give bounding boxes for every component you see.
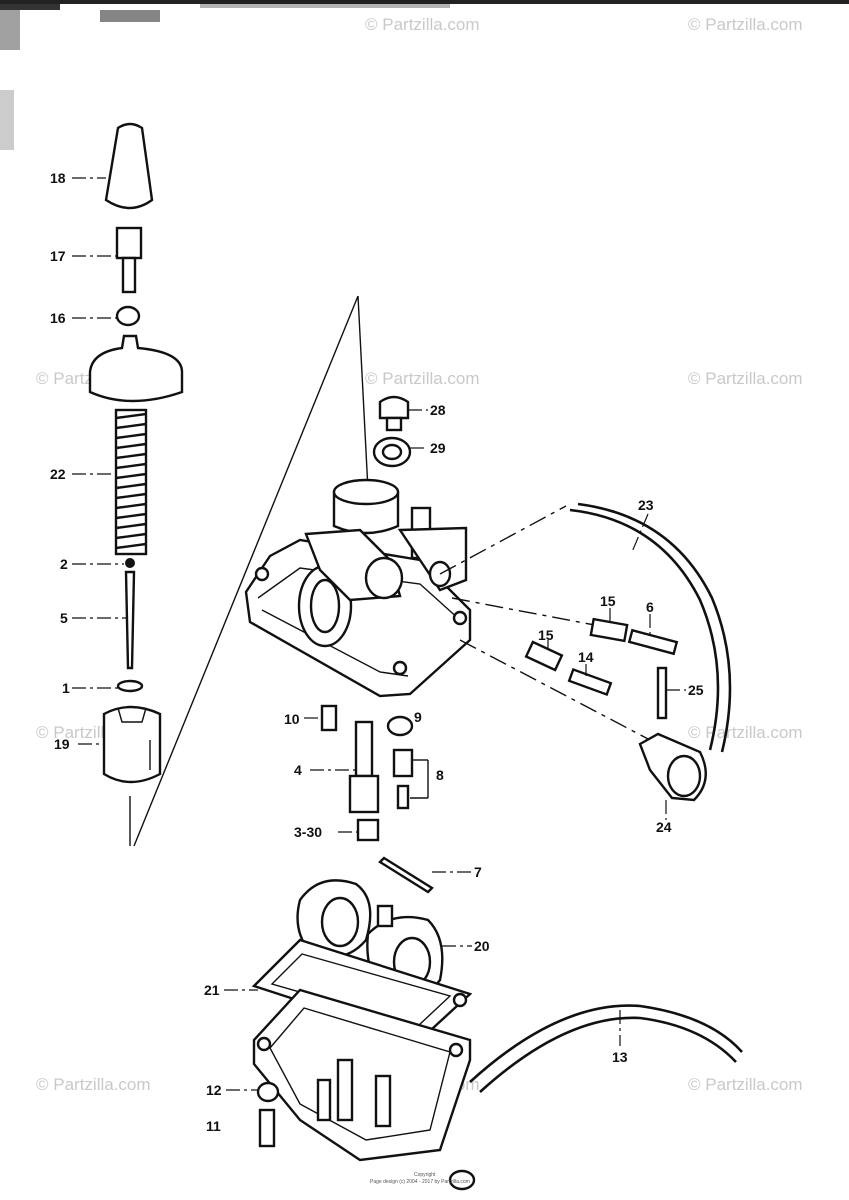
callout-8: 8 <box>436 767 444 783</box>
callout-1: 1 <box>62 680 70 696</box>
leader-line <box>357 295 369 491</box>
callout-labels: 18 17 16 22 2 5 1 19 28 29 23 15 6 15 14… <box>50 170 704 1134</box>
callout-15: 15 <box>600 593 616 609</box>
part-9-washer <box>386 715 414 737</box>
callout-14: 14 <box>578 649 594 665</box>
watermark-text: © Partzilla.com <box>36 1075 151 1094</box>
callout-12: 12 <box>206 1082 222 1098</box>
callout-5: 5 <box>60 610 68 626</box>
spring-coils <box>115 412 147 550</box>
callout-16: 16 <box>50 310 66 326</box>
callout-25: 25 <box>688 682 704 698</box>
callout-4: 4 <box>294 762 302 778</box>
scan-noise <box>0 0 849 150</box>
callout-17: 17 <box>50 248 66 264</box>
part-2-clip <box>125 558 135 568</box>
footer-copyright: Copyright Page design (c) 2004 - 2017 by… <box>370 1172 470 1185</box>
watermark-text: © Partzilla.com <box>365 369 480 388</box>
watermark-text: © Partzilla.com <box>365 15 480 34</box>
watermark-text: © Partzilla.com <box>688 15 803 34</box>
carb-mixture-port <box>364 556 404 600</box>
part-19-throttle-valve <box>102 705 162 784</box>
part-1-washer <box>116 679 144 693</box>
callout-24: 24 <box>656 819 672 835</box>
callout-10: 10 <box>284 711 300 727</box>
float-bowl-assembly <box>251 856 743 1191</box>
callout-28: 28 <box>430 402 446 418</box>
callout-11: 11 <box>206 1118 221 1134</box>
part-8-float-valve <box>392 748 414 778</box>
part-4-needle-jet <box>354 720 374 778</box>
part-28-shank <box>385 416 403 432</box>
part-11-screw <box>258 1108 276 1148</box>
carburetor-body <box>129 295 651 847</box>
callout-29: 29 <box>430 440 446 456</box>
part-6-air-screw <box>627 628 679 656</box>
slide-assembly <box>88 122 184 784</box>
part-10-pilot-jet <box>320 704 338 732</box>
callout-leaders <box>72 177 686 1091</box>
callout-15: 15 <box>538 627 554 643</box>
part-7-float-pin <box>378 856 434 894</box>
jet-assembly <box>320 704 429 842</box>
footer-line-1: Copyright <box>414 1172 436 1178</box>
callout-23: 23 <box>638 497 654 513</box>
part-13-drain-hose <box>469 1004 743 1083</box>
part-25-pin <box>656 666 668 720</box>
callout-20: 20 <box>474 938 490 954</box>
part-17-screw <box>121 256 137 294</box>
part-14-throttle-stop-screw <box>567 667 613 697</box>
footer-line-2: Page design (c) 2004 - 2017 by Partzilla… <box>370 1179 470 1185</box>
part-28-cap-bolt <box>378 395 410 420</box>
part-5-jet-needle <box>124 570 136 670</box>
part-mixing-cap <box>88 334 184 403</box>
part-18-cable-cap <box>104 122 154 210</box>
callout-18: 18 <box>50 170 66 186</box>
watermark-text: © Partzilla.com <box>688 1075 803 1094</box>
part-15-spring <box>589 617 629 643</box>
callout-6: 6 <box>646 599 654 615</box>
part-carb-main-body <box>244 538 472 698</box>
callout-21: 21 <box>204 982 220 998</box>
part-12-screw-head <box>256 1081 280 1103</box>
callout-13: 13 <box>612 1049 628 1065</box>
callout-9: 9 <box>414 709 422 725</box>
watermark-text: © Partzilla.com <box>688 369 803 388</box>
watermark-text: © Partzilla.com <box>688 723 803 742</box>
part-15-spring <box>524 640 564 672</box>
part-23-vent-hose <box>569 508 720 751</box>
callout-3-30: 3-30 <box>294 824 322 840</box>
part-16-nut <box>115 305 141 327</box>
callout-22: 22 <box>50 466 66 482</box>
callout-2: 2 <box>60 556 68 572</box>
callout-19: 19 <box>54 736 70 752</box>
part-22-spring <box>114 408 148 556</box>
leader-line <box>133 295 359 847</box>
part-3-main-jet <box>356 818 380 842</box>
part-17-adjuster <box>115 226 143 260</box>
right-parts <box>524 502 732 802</box>
callout-7: 7 <box>474 864 482 880</box>
